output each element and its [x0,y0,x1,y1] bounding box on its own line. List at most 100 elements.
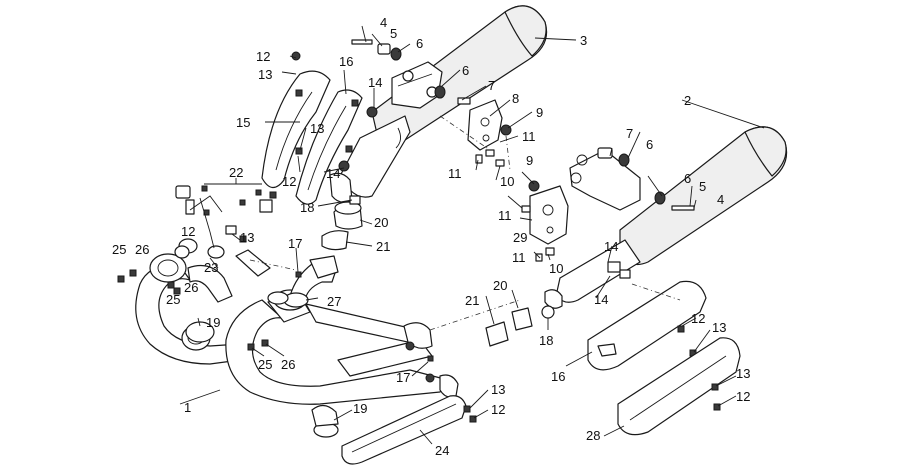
sleeve-20-lower [511,307,533,331]
callout-1: 1 [184,400,191,415]
screw-17-lower [427,355,434,362]
callout-25-center: 25 [258,357,272,372]
callout-14-top: 14 [368,75,382,90]
sensor-rod [235,249,271,277]
callout-13-mid: 13 [310,121,324,136]
callout-13-sensor: 13 [240,230,254,245]
exhaust-pipe-1 [135,238,241,365]
bracket-29 [521,180,569,262]
callout-27: 27 [327,294,341,309]
bracket-8 [467,99,503,151]
callout-12-right-lower: 12 [736,389,750,404]
sensor-assembly [175,185,273,235]
callout-12-top: 12 [256,49,270,64]
callout-7-right: 7 [626,126,633,141]
callout-5-top: 5 [390,26,397,41]
callout-20-lower: 20 [493,278,507,293]
callout-9-mid: 9 [526,153,533,168]
callout-4-top: 4 [380,15,387,30]
callout-19-lower: 19 [353,401,367,416]
leader-lines [179,25,765,445]
exhaust-pipe-center [225,289,459,405]
callout-26-left: 26 [135,242,149,257]
callout-17-lower: 17 [396,370,410,385]
callout-16-lower: 16 [551,369,565,384]
callout-11-c: 11 [498,208,512,223]
callout-20-top: 20 [374,215,388,230]
callout-14-right-lower: 14 [594,292,608,307]
callout-13-top: 13 [258,67,272,82]
callout-22: 22 [229,165,243,180]
nut-25-center [247,343,255,351]
clamp-19-left [185,321,215,343]
callout-6-mid: 6 [462,63,469,78]
callout-17-top: 17 [288,236,302,251]
callout-11-b: 11 [448,166,462,181]
axis-line-4 [631,283,681,301]
axis-line-5 [505,135,511,171]
clamp-21-lower [485,321,509,347]
callout-14-mid: 14 [326,166,340,181]
sleeve-20-upper-rim [334,201,362,215]
callout-12-mid: 12 [282,174,296,189]
screw-12-mid [269,191,277,199]
callout-18-top: 18 [300,200,314,215]
right-muffler [544,126,788,309]
nut-14-mid [338,160,350,172]
nut-26-left [129,269,137,277]
screw-13-lower [463,405,471,413]
callouts: 1 2 3 4 4 5 5 6 6 6 6 7 7 8 9 9 10 10 11… [112,15,750,458]
callout-19-left: 19 [206,315,220,330]
callout-4-right: 4 [717,192,724,207]
heat-shield-16 [295,89,363,205]
upper-bracket [351,39,471,109]
callout-26-mid: 26 [184,280,198,295]
callout-16-top: 16 [339,54,353,69]
right-bracket [569,147,695,211]
callout-24: 24 [435,443,449,458]
callout-13-right: 13 [712,320,726,335]
callout-10-bottom: 10 [549,261,563,276]
upper-muffler [329,5,548,203]
flange-center [267,291,289,305]
callout-8: 8 [512,91,519,106]
callout-2: 2 [684,93,691,108]
callout-21-lower: 21 [465,293,479,308]
callout-12-left: 12 [181,224,195,239]
callout-5-right: 5 [699,179,706,194]
callout-28: 28 [586,428,600,443]
callout-11-a: 11 [522,129,536,144]
axis-line-2 [249,259,297,271]
callout-3: 3 [580,33,587,48]
screw-12-lower [469,415,477,423]
callout-14-right: 14 [604,239,618,254]
callout-13-bottom: 13 [491,382,505,397]
callout-12-bottom: 12 [491,402,505,417]
nut-26-center [261,339,269,347]
spacer-18-lower [541,305,555,319]
heat-shield-15 [261,70,331,189]
callout-15: 15 [236,115,250,130]
callout-6-right: 6 [646,137,653,152]
clamp-21-upper [321,230,349,251]
nut-26-mid [167,281,175,289]
shield-screw-mid [295,147,303,155]
nut-25-left [117,275,125,283]
callout-6-top: 6 [416,36,423,51]
callout-9-top: 9 [536,105,543,120]
callout-13-right-lower: 13 [736,366,750,381]
screw-12-sensor [239,235,247,243]
callout-21-top: 21 [376,239,390,254]
heat-shield-28 [617,337,741,436]
callout-7-top: 7 [488,78,495,93]
gasket-23 [207,245,225,259]
nut-25-mid [173,287,181,295]
callout-29: 29 [513,230,527,245]
callout-25-left: 25 [112,242,126,257]
callout-25-mid: 25 [166,292,180,307]
shield-screw-upper [295,89,303,97]
callout-12-right: 12 [691,311,705,326]
pipe-27 [283,255,339,308]
